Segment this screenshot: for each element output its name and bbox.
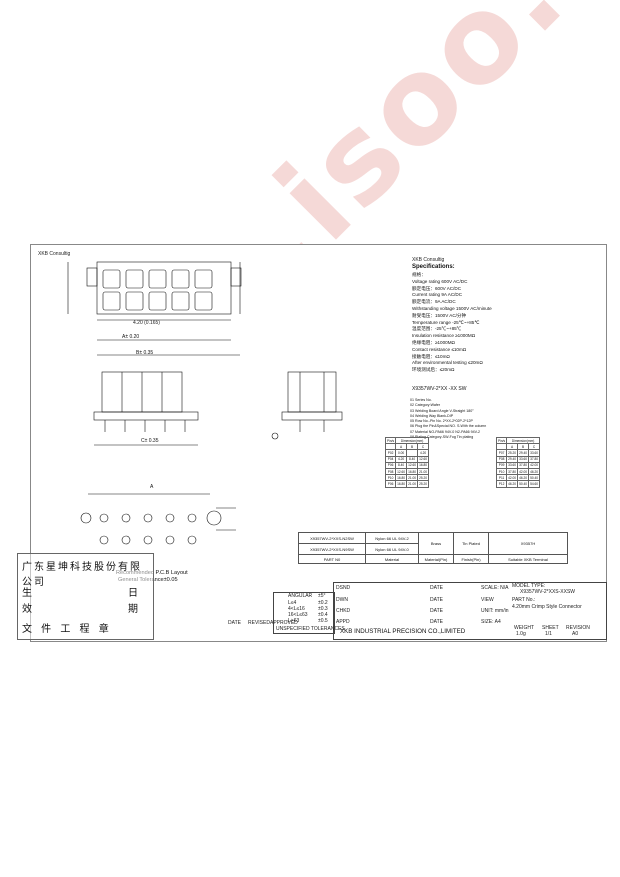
- dsnd-label: DSND: [336, 585, 351, 591]
- note-item: 02 Category:Wafer: [410, 403, 441, 408]
- note-item: 05 Row No.-Pin No. 2*XX-2*02P-2*12P: [410, 419, 473, 424]
- spec-item: After environmental testing ≤20mΩ: [412, 360, 483, 366]
- a-bottom-label: A: [150, 484, 154, 490]
- spec-item: 耐受电压：1500V AC/分钟: [412, 312, 467, 318]
- appd-label: APPD: [336, 619, 350, 625]
- company-name: XKB INDUSTRIAL PRECISION CO.,LIMITED: [340, 628, 466, 635]
- header-tag-left: XKB Consultig: [38, 251, 71, 257]
- note-item: 06 Plug the Pin&Special NO. S-With the c…: [410, 424, 487, 429]
- scale-label: SCALE: N/A: [481, 585, 509, 591]
- spec-item: 温度范围：-25℃~+85℃: [412, 326, 462, 332]
- unspecified-tolerances: UNSPECIFIED TOLERANCES: [276, 626, 345, 632]
- part-code-scheme: X9357WV-2*XX -XX SW: [412, 386, 467, 392]
- dim-label-a: 4.20 (0.165): [133, 320, 160, 326]
- spec-item: 额定电压：600V AC/DC: [412, 285, 462, 291]
- model-type: X9357WV-2*XXS-XXSW: [520, 589, 576, 595]
- stamp-title: 广东星坤科技股份有限公司: [22, 562, 142, 588]
- company-stamp: 广东星坤科技股份有限公司 生 日 效 期 文 件 工 程 章: [17, 553, 154, 640]
- pin-finish-cell: Tin Plated: [453, 532, 489, 555]
- dwn-label: DWN: [336, 597, 348, 603]
- parts-table: X9357WV-2*XXS-N2SW Nylon 66 UL 94V-2 Bra…: [298, 532, 568, 564]
- title-block: [333, 582, 607, 640]
- weight-value: 1.0g: [516, 631, 526, 637]
- spec-item: Insulation resistance ≥1000MΩ: [412, 333, 476, 339]
- specifications-title: Specifications:: [412, 264, 455, 270]
- spec-item: Contact resistance ≤10mΩ: [412, 346, 467, 352]
- material-cell: Nylon 66 UL 94V-2: [365, 532, 419, 544]
- chkd-label: CHKD: [336, 608, 351, 614]
- c-tolerance-label: C± 0.35: [141, 438, 159, 444]
- angular-value: ±5°: [318, 593, 326, 599]
- spec-item: 接触电阻：≤10mΩ: [412, 353, 450, 359]
- note-item: 07 Material NO-PA66 94V-0 N2-PA66 94V-2: [410, 429, 480, 434]
- spec-item: Current rating 9A AC/DC: [412, 292, 463, 298]
- spec-item: 环境测试后：≤20mΩ: [412, 367, 455, 373]
- spec-item: 规格：: [412, 272, 426, 277]
- note-item: 03 Welding Board Angle V-Straight 180°: [410, 408, 474, 413]
- terminal-cell: X9357H: [488, 532, 568, 555]
- weight-label: WEIGHT: [514, 625, 534, 631]
- table-footer: Suitable XKB Terminal: [488, 554, 568, 564]
- date-label: DATE: [430, 597, 443, 603]
- model-type-label: MODEL TYPE:: [512, 583, 546, 589]
- pin-material-cell: Brass: [418, 532, 454, 555]
- revision-label: REVISION: [566, 625, 590, 631]
- part-number-cell: X9357WV-2*XXS-N9SW: [298, 543, 366, 555]
- sheet-value: 1/1: [545, 631, 552, 637]
- spec-item: Voltage rating 600V AC/DC: [412, 278, 468, 284]
- spec-item: Temperature range -25℃~+85℃: [412, 319, 480, 325]
- part-no-label: PART No.:: [512, 597, 536, 603]
- header-tag-right: XKB Consultig: [412, 257, 445, 263]
- date-label: DATE: [430, 608, 443, 614]
- table-row: PART N0 Material Material(Pin) Finish(Pi…: [298, 554, 568, 564]
- spec-item: 绝缘电阻：≥1000MΩ: [412, 339, 455, 345]
- part-code-notes: 01 Series No. 02 Category:Wafer 03 Weldi…: [410, 398, 590, 440]
- specifications-list: 规格： Voltage rating 600V AC/DC 额定电压：600V …: [412, 272, 592, 374]
- material-cell: Nylon 66 UL 94V-0: [365, 543, 419, 555]
- view-label: VIEW: [481, 597, 494, 603]
- b-tolerance-label: B± 0.35: [136, 350, 154, 356]
- spec-item: Withstanding voltage 1500V AC/minute: [412, 305, 492, 311]
- sheet-label: SHEET: [542, 625, 559, 631]
- a-tolerance-label: A± 0.20: [122, 334, 140, 340]
- table-footer: PART N0: [298, 554, 366, 564]
- part-number-cell: X9357WV-2*XXS-N2SW: [298, 532, 366, 544]
- size-label: SIZE: A4: [481, 619, 501, 625]
- date-label: DATE: [430, 585, 443, 591]
- spec-item: 额定电流：9A AC/DC: [412, 299, 456, 305]
- date-label: DATE: [430, 619, 443, 625]
- table-footer: Material(Pin): [418, 554, 454, 564]
- unit-label: UNIT: mm/in: [481, 608, 509, 614]
- table-row: X9357WV-2*XXS-N2SW Nylon 66 UL 94V-2 Bra…: [298, 532, 568, 555]
- revision-value: A0: [572, 631, 579, 637]
- note-item: 08 Plating Category-SW-Fog Tin plating: [410, 435, 474, 440]
- tolerance-block: [273, 592, 335, 634]
- note-item: 04 Welding Way Blank-DIP: [410, 413, 454, 418]
- table-footer: Material: [365, 554, 419, 564]
- table-footer: Finish(Pin): [453, 554, 489, 564]
- part-description: 4.20mm Crimp Style Connector: [512, 604, 582, 610]
- angular-label: ANGULAR: [288, 593, 313, 599]
- note-item: 01 Series No.: [410, 398, 432, 402]
